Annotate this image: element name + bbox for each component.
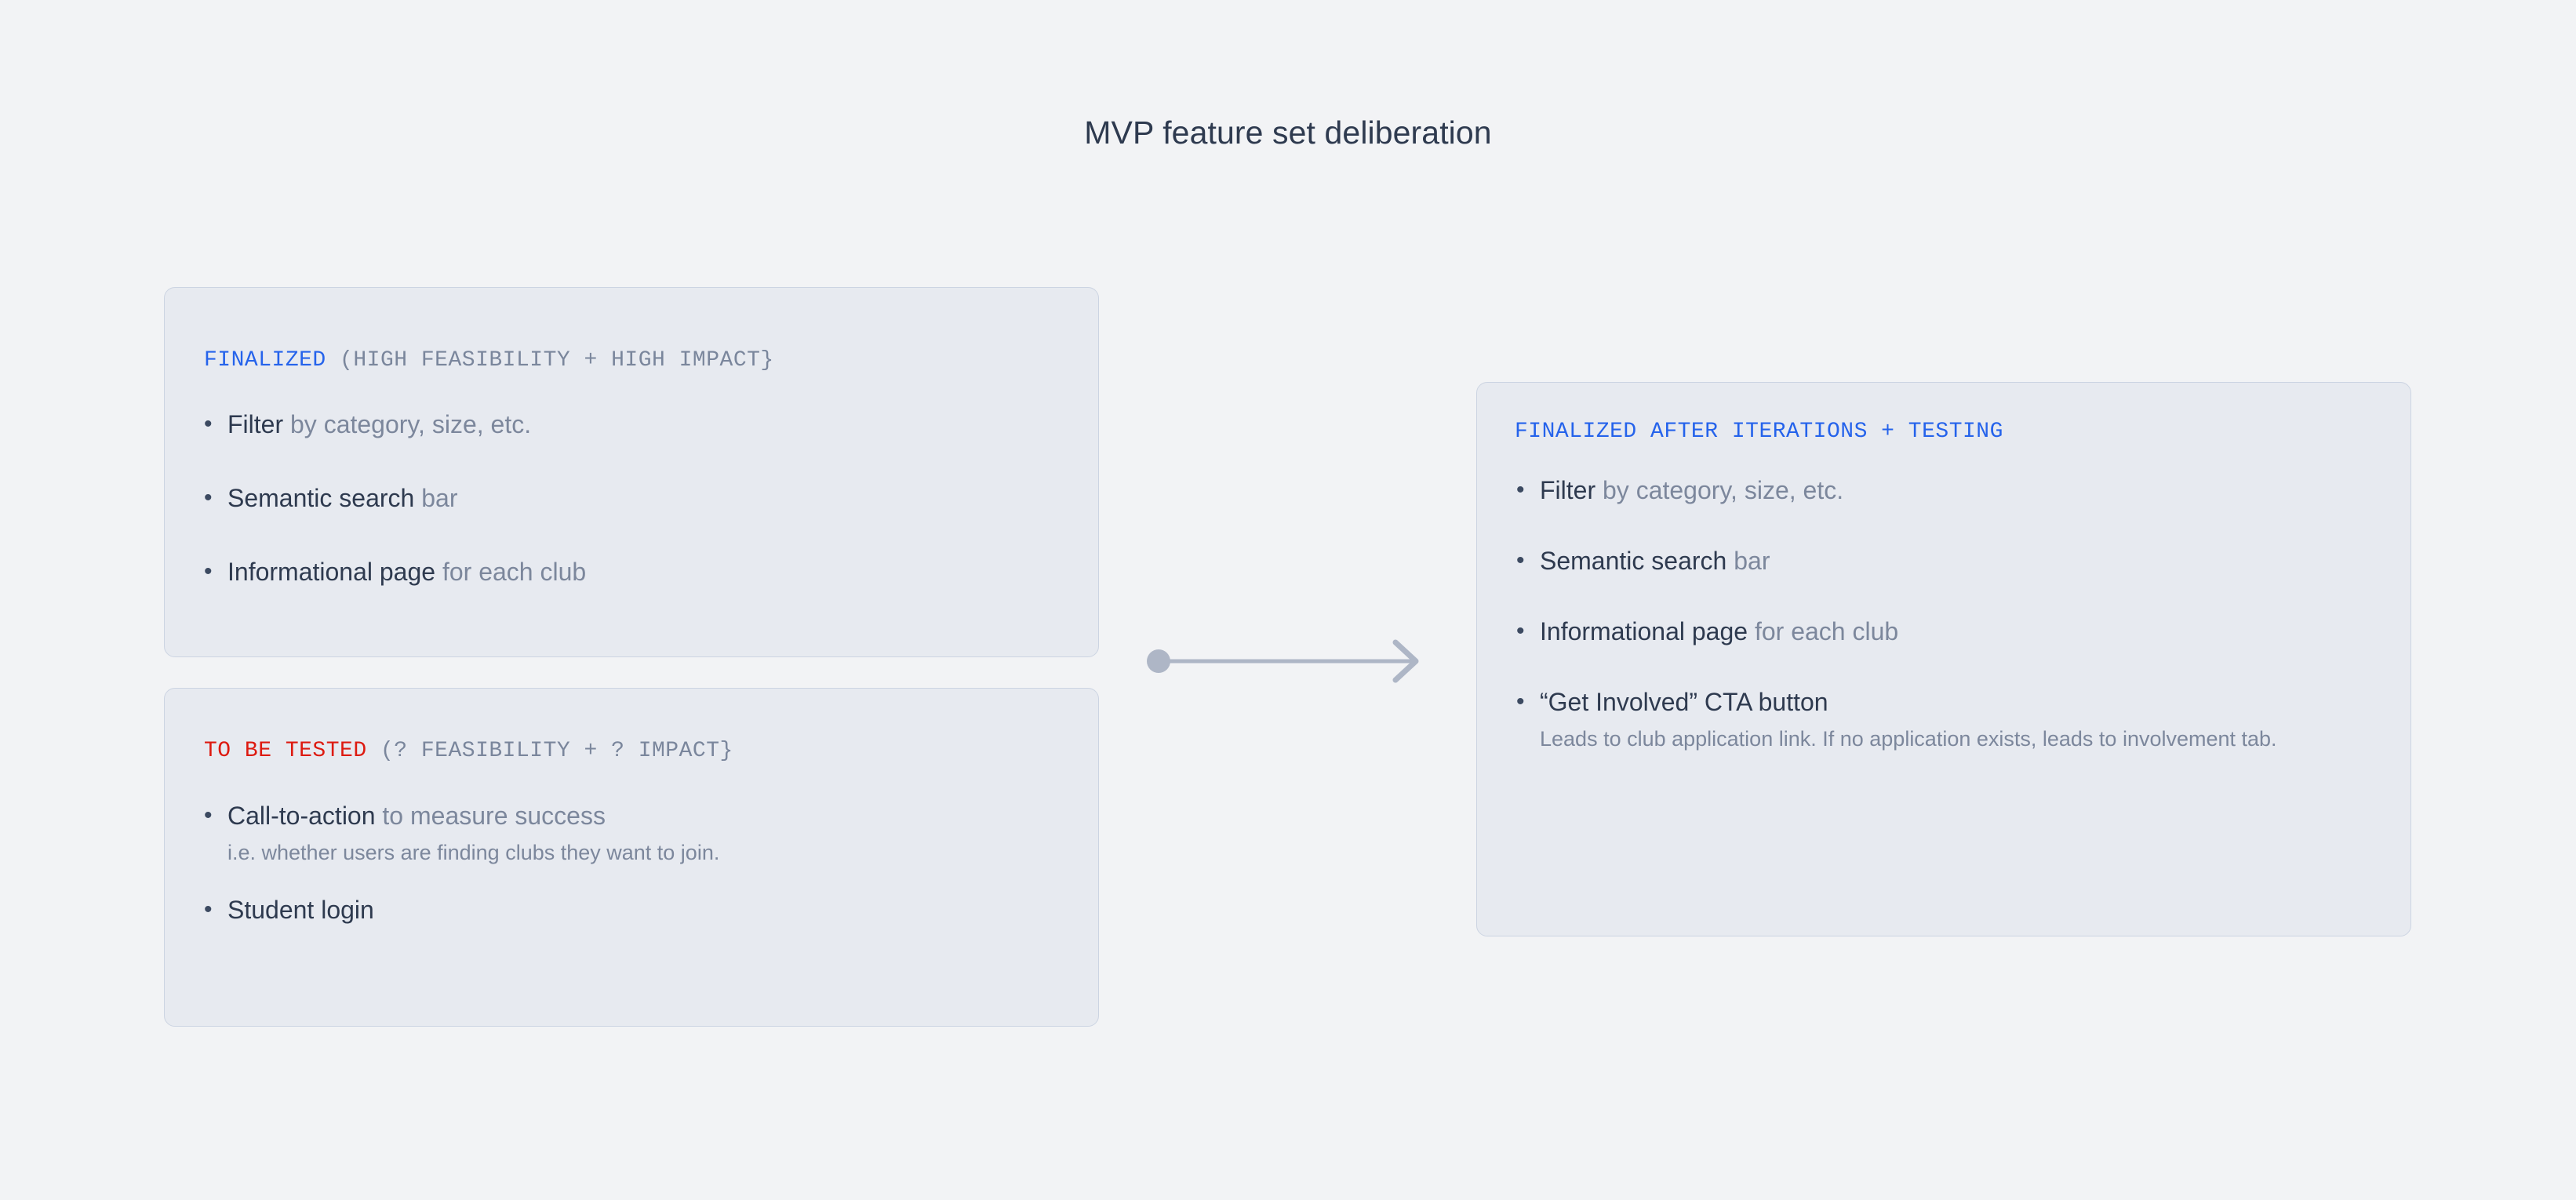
card-finalized-after-testing-header: FINALIZED AFTER ITERATIONS + TESTING	[1515, 420, 2003, 444]
list-item-text: Informational page for each club	[227, 555, 1067, 589]
bullet-dot-icon: •	[204, 485, 213, 511]
list-item-text: Filter by category, size, etc.	[1540, 473, 2379, 507]
list-item-rest: by category, size, etc.	[1595, 476, 1844, 504]
list-item: • Semantic search bar	[1516, 544, 2379, 578]
card-to-be-tested-header: TO BE TESTED (? FEASIBILITY + ? IMPACT}	[204, 739, 733, 763]
list-item-text: Semantic search bar	[227, 481, 1067, 515]
list-item: • Call-to-action to measure success i.e.…	[204, 798, 1067, 869]
list-item-text: Student login	[227, 893, 1067, 927]
spacer	[204, 515, 1067, 555]
arrow-right-icon	[1147, 639, 1419, 683]
bullet-list-finalized: • Filter by category, size, etc. • Seman…	[204, 407, 1067, 589]
page-title: MVP feature set deliberation	[1084, 115, 1492, 151]
card-to-be-tested: TO BE TESTED (? FEASIBILITY + ? IMPACT} …	[164, 688, 1099, 1027]
list-item-text: Informational page for each club	[1540, 614, 2379, 649]
list-item: • Informational page for each club	[1516, 614, 2379, 649]
list-item-text: Call-to-action to measure success	[227, 798, 1067, 833]
bullet-dot-icon: •	[204, 896, 213, 922]
list-item-note: i.e. whether users are finding clubs the…	[227, 841, 720, 864]
list-item-text: Filter by category, size, etc.	[227, 407, 1067, 442]
spacer	[204, 442, 1067, 481]
list-item-rest: to measure success	[375, 802, 606, 830]
list-item-note: Leads to club application link. If no ap…	[1540, 727, 2277, 751]
status-badge-to-be-tested: TO BE TESTED	[204, 739, 367, 763]
bullet-dot-icon: •	[204, 558, 213, 584]
list-item-lead: Semantic search	[227, 484, 415, 512]
list-item: • Semantic search bar	[204, 481, 1067, 515]
list-item-lead: Informational page	[1540, 617, 1748, 645]
spacer	[1516, 507, 2379, 544]
bullet-dot-icon: •	[204, 802, 213, 828]
list-item-lead: “Get Involved” CTA button	[1540, 688, 1828, 716]
list-item-lead: Student login	[227, 896, 374, 924]
card-finalized-header: FINALIZED (HIGH FEASIBILITY + HIGH IMPAC…	[204, 348, 774, 373]
list-item-rest: bar	[1726, 547, 1770, 575]
card-finalized-after-testing: FINALIZED AFTER ITERATIONS + TESTING • F…	[1476, 382, 2411, 936]
criteria-label-to-be-tested: (? FEASIBILITY + ? IMPACT}	[380, 739, 733, 763]
list-item-lead: Filter	[1540, 476, 1596, 504]
bullet-dot-icon: •	[1516, 547, 1525, 573]
list-item-lead: Informational page	[227, 558, 436, 586]
bullet-list-to-be-tested: • Call-to-action to measure success i.e.…	[204, 798, 1067, 927]
list-item-text: “Get Involved” CTA button	[1540, 685, 2379, 719]
list-item-lead: Call-to-action	[227, 802, 376, 830]
list-item: • Filter by category, size, etc.	[1516, 473, 2379, 507]
list-item: • Student login	[204, 893, 1067, 927]
bullet-dot-icon: •	[1516, 618, 1525, 644]
bullet-dot-icon: •	[1516, 477, 1525, 503]
spacer	[1516, 649, 2379, 685]
list-item-rest: for each club	[435, 558, 587, 586]
flow-connector	[1146, 634, 1436, 689]
bullet-dot-icon: •	[204, 411, 213, 437]
list-item: • “Get Involved” CTA button Leads to clu…	[1516, 685, 2379, 755]
list-item-rest: for each club	[1748, 617, 1899, 645]
list-item-lead: Semantic search	[1540, 547, 1727, 575]
status-badge-finalized-after-testing: FINALIZED AFTER ITERATIONS + TESTING	[1515, 420, 2003, 444]
list-item-lead: Filter	[227, 410, 284, 438]
list-item-rest: bar	[414, 484, 458, 512]
spacer	[204, 869, 1067, 893]
list-item: • Informational page for each club	[204, 555, 1067, 589]
bullet-list-final: • Filter by category, size, etc. • Seman…	[1516, 473, 2379, 755]
spacer	[1516, 578, 2379, 614]
criteria-label-finalized: (HIGH FEASIBILITY + HIGH IMPACT}	[340, 348, 774, 373]
list-item: • Filter by category, size, etc.	[204, 407, 1067, 442]
card-finalized: FINALIZED (HIGH FEASIBILITY + HIGH IMPAC…	[164, 287, 1099, 657]
list-item-rest: by category, size, etc.	[283, 410, 532, 438]
bullet-dot-icon: •	[1516, 689, 1525, 715]
list-item-text: Semantic search bar	[1540, 544, 2379, 578]
status-badge-finalized: FINALIZED	[204, 348, 326, 373]
